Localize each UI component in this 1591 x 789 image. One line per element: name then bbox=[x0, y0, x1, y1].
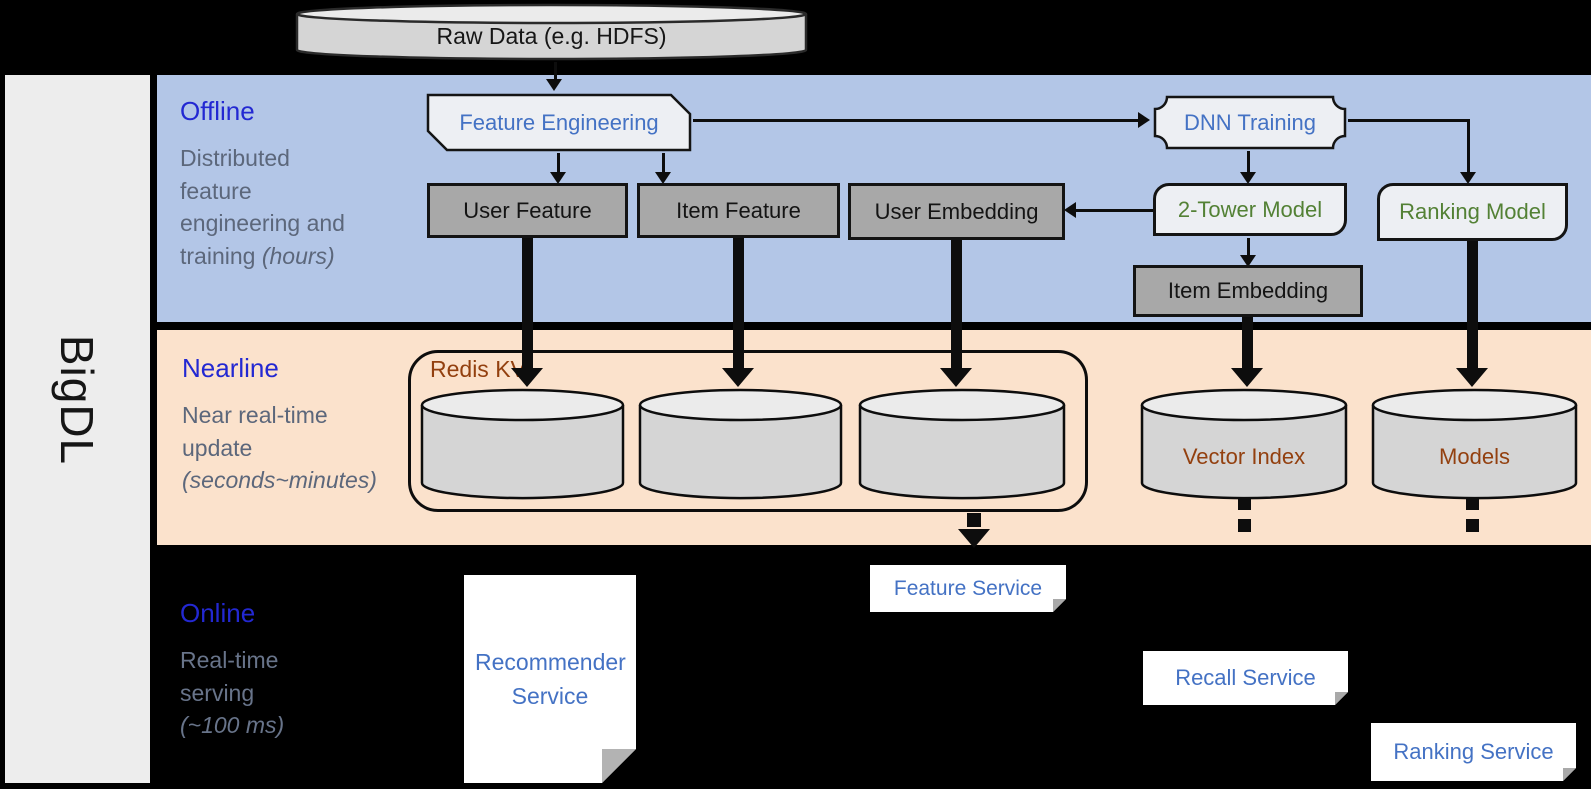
arrow-dnn-to-twotower bbox=[1247, 151, 1250, 174]
arrow-rawdata-to-fe bbox=[554, 62, 557, 82]
pipe-itemfeature-to-redis bbox=[733, 236, 744, 370]
dnn-training-label: DNN Training bbox=[1183, 109, 1317, 135]
cylinder-shape bbox=[295, 3, 808, 61]
folded-corner-icon bbox=[1053, 599, 1066, 612]
offline-section-title: Offline bbox=[180, 96, 255, 126]
arrow-fe-to-itemfeature bbox=[662, 153, 665, 174]
arrowhead-twotower-to-itemembedding bbox=[1240, 255, 1256, 267]
recall-service-label: Recall Service bbox=[1175, 665, 1316, 690]
raw-data-label: Raw Data (e.g. HDFS) bbox=[436, 22, 667, 49]
arrow-dnn-to-rankingmodel-v bbox=[1467, 119, 1470, 174]
redis-cylinder-2 bbox=[638, 388, 843, 505]
pipe-userembedding-to-redis bbox=[951, 240, 962, 370]
dashhead-redis-to-featureservice bbox=[958, 529, 990, 548]
pipehead-userfeature-to-redis bbox=[511, 368, 543, 387]
nearline-section-title: Nearline bbox=[182, 353, 279, 383]
arrowhead-twotower-to-userembedding bbox=[1064, 202, 1076, 218]
arrow-twotower-to-itemembedding bbox=[1247, 238, 1250, 257]
nearline-section-desc: Near real-time update (seconds~minutes) bbox=[182, 402, 377, 494]
pipe-userfeature-to-redis bbox=[522, 236, 533, 370]
node-user-embedding: User Embedding bbox=[848, 183, 1065, 240]
dashed-models-to-ranking-1 bbox=[1466, 497, 1479, 510]
folded-corner-icon bbox=[1335, 692, 1348, 705]
feature-engineering-label: Feature Engineering bbox=[459, 109, 659, 135]
arrowhead-rawdata-to-fe bbox=[546, 79, 562, 91]
vector-index-store: Vector Index bbox=[1140, 388, 1348, 505]
ranking-service-label: Ranking Service bbox=[1393, 739, 1554, 764]
pipehead-itemembedding-to-vectorindex bbox=[1231, 368, 1263, 387]
bigdl-sidebar bbox=[5, 75, 150, 783]
bigdl-brand-label: BigDL bbox=[51, 334, 103, 466]
dashed-vectorindex-to-recall-2 bbox=[1238, 519, 1251, 532]
node-two-tower-model: 2-Tower Model bbox=[1153, 183, 1347, 236]
dashed-redis-to-featureservice bbox=[967, 513, 981, 527]
pipehead-itemfeature-to-redis bbox=[722, 368, 754, 387]
redis-cylinder-1 bbox=[420, 388, 625, 505]
arrowhead-dnn-to-rankingmodel bbox=[1460, 172, 1476, 184]
models-label: Models bbox=[1439, 443, 1510, 469]
arrowhead-fe-to-userfeature bbox=[550, 172, 566, 184]
ranking-service-card: Ranking Service bbox=[1371, 723, 1576, 781]
arrow-dnn-to-rankingmodel-h bbox=[1348, 119, 1470, 122]
node-item-feature: Item Feature bbox=[637, 183, 840, 238]
redis-kv-container bbox=[408, 350, 1088, 512]
node-ranking-model: Ranking Model bbox=[1377, 183, 1568, 241]
node-user-feature: User Feature bbox=[427, 183, 628, 238]
recommender-service-card: Recommender Service bbox=[464, 575, 636, 783]
redis-kv-label: Redis KV bbox=[430, 356, 526, 382]
folded-corner-icon bbox=[602, 749, 636, 783]
arrowhead-fe-to-dnn bbox=[1138, 112, 1150, 128]
pipe-itemembedding-to-vectorindex bbox=[1242, 315, 1253, 370]
arrowhead-dnn-to-twotower bbox=[1240, 172, 1256, 184]
redis-cylinder-3 bbox=[858, 388, 1066, 505]
arrow-twotower-to-userembedding bbox=[1076, 209, 1153, 212]
recommender-service-label: Recommender Service bbox=[475, 648, 626, 709]
folded-corner-icon bbox=[1563, 768, 1576, 781]
arrow-fe-to-userfeature bbox=[557, 153, 560, 174]
arrowhead-fe-to-itemfeature bbox=[655, 172, 671, 184]
node-item-embedding: Item Embedding bbox=[1133, 265, 1363, 317]
online-section-title: Online bbox=[180, 598, 256, 628]
arrow-fe-to-dnn bbox=[693, 119, 1140, 122]
models-store: Models bbox=[1371, 388, 1578, 505]
pipehead-rankingmodel-to-models bbox=[1456, 368, 1488, 387]
offline-section-desc: Distributed feature engineering and trai… bbox=[180, 145, 345, 269]
node-feature-engineering: Feature Engineering bbox=[425, 92, 693, 153]
pipehead-userembedding-to-redis bbox=[940, 368, 972, 387]
online-section-desc: Real-time serving (~100 ms) bbox=[180, 647, 285, 739]
pipe-rankingmodel-to-models bbox=[1467, 239, 1478, 370]
feature-service-label: Feature Service bbox=[893, 576, 1043, 600]
vector-index-label: Vector Index bbox=[1182, 443, 1306, 469]
recall-service-card: Recall Service bbox=[1143, 651, 1348, 705]
raw-data-store: Raw Data (e.g. HDFS) bbox=[295, 3, 808, 61]
dashed-vectorindex-to-recall-1 bbox=[1238, 497, 1251, 510]
node-dnn-training: DNN Training bbox=[1152, 94, 1348, 151]
dashed-models-to-ranking-2 bbox=[1466, 519, 1479, 532]
feature-service-card: Feature Service bbox=[870, 565, 1066, 612]
